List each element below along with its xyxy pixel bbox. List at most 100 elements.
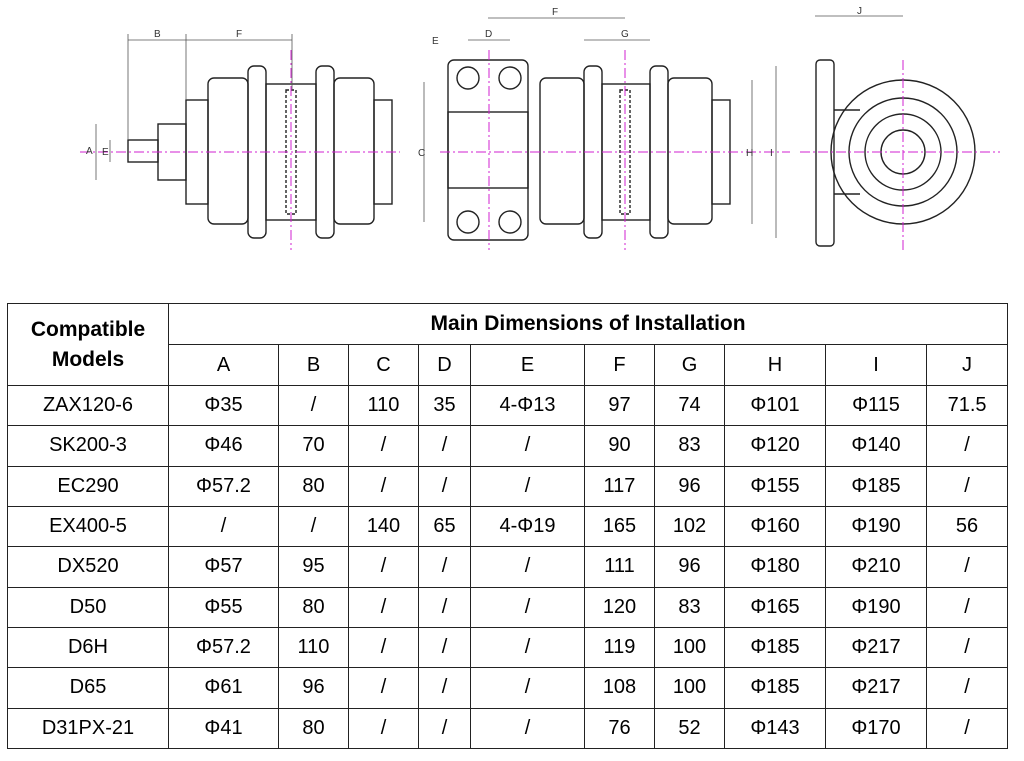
value-cell-i: Φ190 bbox=[825, 505, 927, 548]
value-cell-h: Φ101 bbox=[724, 384, 826, 427]
column-header-f: F bbox=[584, 344, 655, 386]
value-cell-c: 140 bbox=[348, 505, 419, 548]
value-cell-c: / bbox=[348, 707, 419, 750]
value-cell-a: Φ61 bbox=[168, 667, 279, 709]
value-cell-e: / bbox=[470, 425, 585, 467]
value-cell-f: 119 bbox=[584, 626, 655, 669]
models-header-label: Compatible Models bbox=[30, 317, 146, 371]
value-cell-j: / bbox=[925, 626, 1009, 669]
side-view-middle bbox=[447, 59, 731, 241]
model-cell: ZAX120-6 bbox=[7, 384, 169, 427]
value-cell-g: 96 bbox=[654, 465, 725, 507]
value-cell-c: / bbox=[348, 465, 419, 507]
value-cell-g: 100 bbox=[654, 626, 725, 669]
column-header-j: J bbox=[925, 344, 1009, 386]
value-cell-c: / bbox=[348, 546, 419, 588]
value-cell-h: Φ160 bbox=[724, 505, 826, 548]
value-cell-a: Φ55 bbox=[168, 586, 279, 628]
value-cell-g: 52 bbox=[654, 707, 725, 750]
column-header-i: I bbox=[825, 344, 927, 386]
value-cell-g: 83 bbox=[654, 586, 725, 628]
value-cell-d: 35 bbox=[418, 384, 471, 427]
value-cell-j: / bbox=[925, 546, 1009, 588]
value-cell-g: 74 bbox=[654, 384, 725, 427]
value-cell-e: 4-Φ19 bbox=[470, 505, 585, 548]
value-cell-a: Φ57.2 bbox=[168, 626, 279, 669]
value-cell-d: / bbox=[418, 707, 471, 750]
value-cell-a: Φ35 bbox=[168, 384, 279, 427]
value-cell-i: Φ170 bbox=[825, 707, 927, 750]
dim-label-a: A bbox=[86, 146, 93, 157]
value-cell-b: 110 bbox=[278, 626, 349, 669]
model-cell: D50 bbox=[7, 586, 169, 628]
dim-label-h: H bbox=[746, 148, 753, 159]
value-cell-f: 111 bbox=[584, 546, 655, 588]
dim-label-g: G bbox=[621, 29, 629, 40]
end-view-right bbox=[815, 59, 976, 247]
value-cell-f: 97 bbox=[584, 384, 655, 427]
value-cell-c: 110 bbox=[348, 384, 419, 427]
model-cell: SK200-3 bbox=[7, 425, 169, 467]
value-cell-e: / bbox=[470, 586, 585, 628]
value-cell-g: 100 bbox=[654, 667, 725, 709]
models-header: Compatible Models bbox=[7, 303, 169, 386]
value-cell-j: / bbox=[925, 586, 1009, 628]
value-cell-c: / bbox=[348, 586, 419, 628]
value-cell-f: 76 bbox=[584, 707, 655, 750]
column-header-h: H bbox=[724, 344, 826, 386]
dim-label-j: J bbox=[857, 6, 862, 17]
model-cell: D65 bbox=[7, 667, 169, 709]
value-cell-d: / bbox=[418, 667, 471, 709]
value-cell-b: 70 bbox=[278, 425, 349, 467]
dim-label-b: B bbox=[154, 29, 161, 40]
column-header-d: D bbox=[418, 344, 471, 386]
dim-label-f: F bbox=[236, 29, 242, 40]
column-header-g: G bbox=[654, 344, 725, 386]
value-cell-i: Φ140 bbox=[825, 425, 927, 467]
value-cell-g: 83 bbox=[654, 425, 725, 467]
value-cell-f: 120 bbox=[584, 586, 655, 628]
value-cell-b: 96 bbox=[278, 667, 349, 709]
value-cell-b: 95 bbox=[278, 546, 349, 588]
value-cell-c: / bbox=[348, 626, 419, 669]
value-cell-h: Φ120 bbox=[724, 425, 826, 467]
value-cell-i: Φ217 bbox=[825, 667, 927, 709]
model-cell: D31PX-21 bbox=[7, 707, 169, 750]
dim-label-i: I bbox=[770, 148, 773, 159]
model-cell: EX400-5 bbox=[7, 505, 169, 548]
value-cell-b: 80 bbox=[278, 586, 349, 628]
dimensions-table: Compatible Models Main Dimensions of Ins… bbox=[7, 303, 1009, 750]
value-cell-a: Φ46 bbox=[168, 425, 279, 467]
column-header-b: B bbox=[278, 344, 349, 386]
value-cell-h: Φ165 bbox=[724, 586, 826, 628]
value-cell-j: 56 bbox=[925, 505, 1009, 548]
value-cell-c: / bbox=[348, 425, 419, 467]
value-cell-h: Φ155 bbox=[724, 465, 826, 507]
value-cell-d: / bbox=[418, 626, 471, 669]
value-cell-i: Φ210 bbox=[825, 546, 927, 588]
dim-label-d: D bbox=[485, 29, 492, 40]
value-cell-i: Φ185 bbox=[825, 465, 927, 507]
value-cell-e: / bbox=[470, 626, 585, 669]
value-cell-e: / bbox=[470, 546, 585, 588]
value-cell-f: 90 bbox=[584, 425, 655, 467]
roller-technical-drawing: B F A E F D G E C H I J bbox=[80, 6, 1000, 250]
value-cell-h: Φ143 bbox=[724, 707, 826, 750]
dim-label-e-middle: E bbox=[432, 36, 439, 47]
value-cell-b: 80 bbox=[278, 707, 349, 750]
column-header-a: A bbox=[168, 344, 279, 386]
dim-label-e-left: E bbox=[102, 147, 109, 158]
value-cell-e: / bbox=[470, 707, 585, 750]
model-cell: DX520 bbox=[7, 546, 169, 588]
value-cell-b: 80 bbox=[278, 465, 349, 507]
value-cell-f: 165 bbox=[584, 505, 655, 548]
value-cell-i: Φ115 bbox=[825, 384, 927, 427]
dim-label-f-middle: F bbox=[552, 7, 558, 18]
value-cell-c: / bbox=[348, 667, 419, 709]
